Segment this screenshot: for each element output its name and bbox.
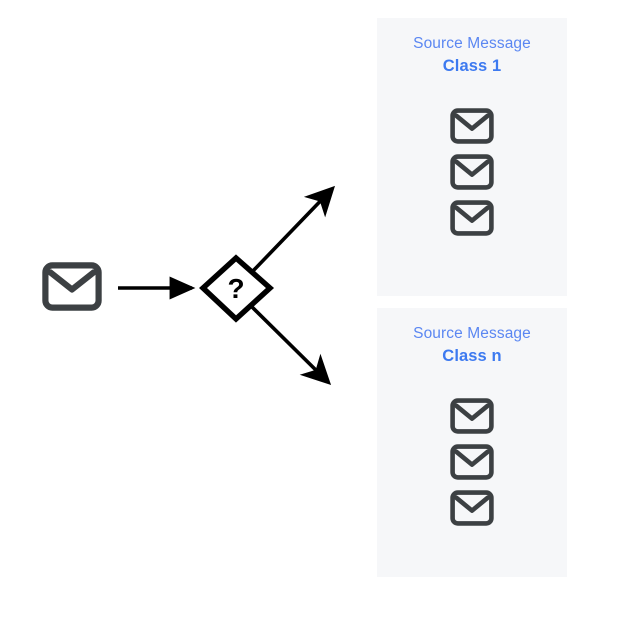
arrow-decision-to-class-n [248,303,332,386]
class-n-subtitle: Class n [442,347,502,366]
list-item[interactable] [450,108,494,144]
arrow-decision-to-class-1 [250,185,335,274]
class-1-message-list [377,108,567,236]
envelope-icon [450,154,494,190]
list-item[interactable] [450,398,494,434]
envelope-icon [450,398,494,434]
envelope-icon [450,108,494,144]
envelope-icon [450,490,494,526]
class-panel-class-n[interactable]: Source Message Class n [377,308,567,577]
envelope-icon [42,262,102,311]
list-item[interactable] [450,490,494,526]
envelope-icon [450,200,494,236]
class-panel-class-1[interactable]: Source Message Class 1 [377,18,567,296]
list-item[interactable] [450,154,494,190]
class-1-subtitle: Class 1 [442,57,502,76]
class-n-message-list [377,398,567,526]
class-1-heading: Source Message Class 1 [377,34,567,78]
decision-question-mark: ? [227,273,244,304]
decision-diamond[interactable]: ? [199,254,275,323]
class-n-title: Source Message [413,325,531,342]
list-item[interactable] [450,444,494,480]
diamond-shape [199,254,275,323]
class-1-title: Source Message [413,35,531,52]
source-message-envelope[interactable] [42,262,102,311]
class-n-heading: Source Message Class n [377,324,567,368]
list-item[interactable] [450,200,494,236]
envelope-icon [450,444,494,480]
